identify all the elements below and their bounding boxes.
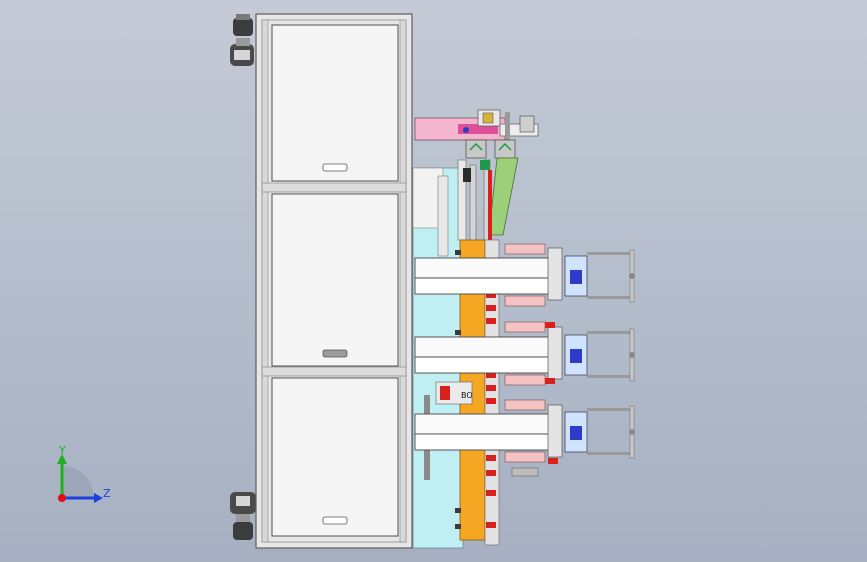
frame-rail: [261, 366, 407, 377]
door-handle-top: [322, 163, 348, 172]
x-axis-dot: [58, 494, 66, 502]
cabinet-door-middle: [271, 193, 399, 367]
leveling-foot-bottom: [230, 492, 256, 540]
press-station-2: [414, 321, 635, 386]
cabinet-door-top: [271, 24, 399, 182]
triad-plane: [62, 466, 94, 498]
station-connectors: [511, 322, 558, 477]
frame-rail: [261, 182, 407, 193]
guide-columns: [457, 159, 492, 246]
door-handle-bottom: [322, 516, 348, 525]
z-axis-label: Z: [103, 487, 111, 500]
y-axis-label: Y: [58, 444, 66, 457]
press-station-3: [414, 399, 635, 463]
panel-badge: BO: [461, 391, 473, 400]
cabinet-door-bottom: [271, 377, 399, 537]
coordinate-triad: Y Z: [57, 444, 111, 503]
door-handle-middle: [322, 349, 348, 358]
top-slide-assembly: [414, 109, 539, 159]
feed-chute: [488, 157, 519, 236]
leveling-foot-top: [230, 14, 254, 66]
label-panel: BO: [435, 381, 473, 405]
press-station-1: [414, 243, 635, 307]
y-axis-arrow-head: [57, 454, 67, 464]
z-axis-arrow-head: [94, 493, 103, 503]
